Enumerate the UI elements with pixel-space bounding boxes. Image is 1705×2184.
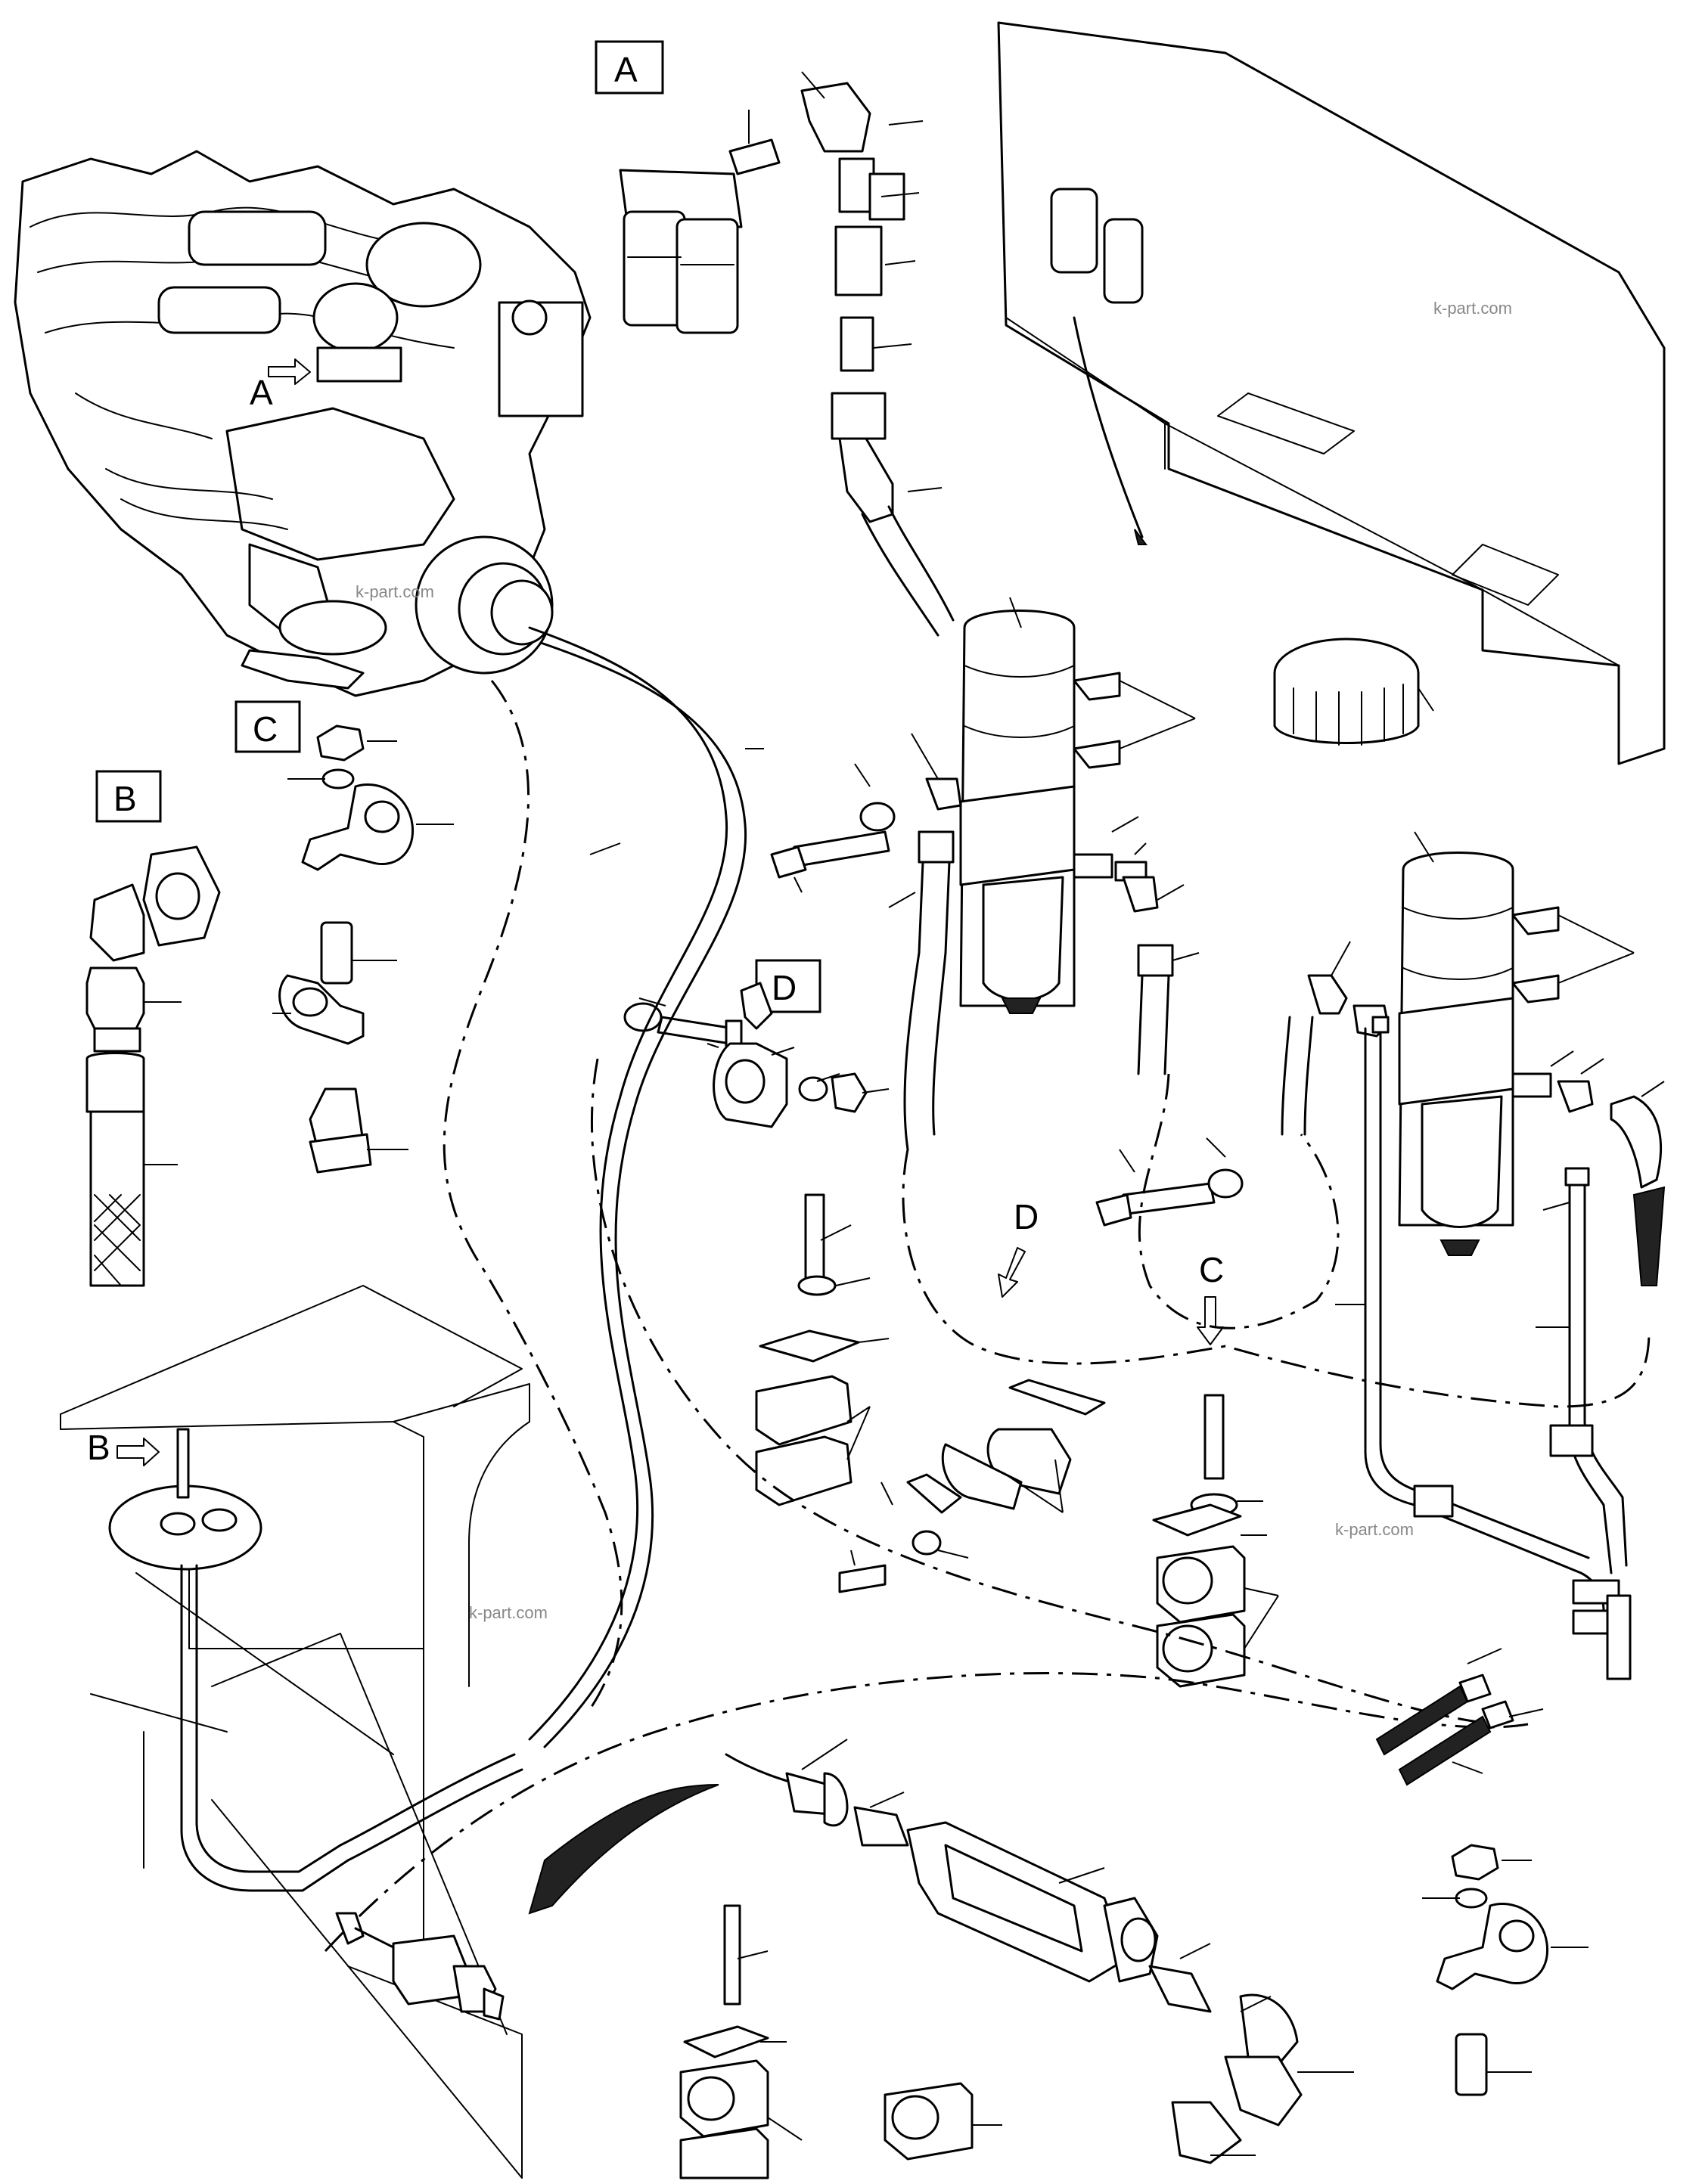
pointer-a-label: A — [250, 373, 273, 412]
curved-pointer-arrow — [528, 1784, 719, 1915]
detail-a-fittings — [728, 82, 955, 637]
detail-a-leaders — [748, 71, 943, 492]
hose-route-dashed — [324, 680, 1651, 1953]
pointer-b-label: B — [87, 1428, 110, 1467]
clamp-blocks-upper — [755, 1193, 890, 1506]
pointer-d-label: D — [1014, 1197, 1039, 1236]
callout-b-label: B — [113, 779, 137, 818]
detail-d-clamp-set — [623, 982, 890, 1128]
inline-filter-bottom — [725, 1739, 1354, 2164]
watermark: k-part.com — [469, 1603, 548, 1622]
hollow-arrow-icon — [1197, 1296, 1224, 1345]
callout-b-box: B — [95, 770, 162, 823]
main-hose — [528, 626, 728, 1741]
callout-d-label: D — [772, 968, 797, 1007]
hollow-arrow-icon — [116, 1438, 160, 1466]
small-pump-lower-left — [335, 1912, 505, 2021]
clamp-blocks-bottom — [679, 1904, 1002, 2179]
callout-a-label: A — [614, 50, 638, 89]
hoses-right-lower — [1375, 1648, 1544, 1786]
watermark: k-part.com — [1433, 299, 1512, 318]
engine-assembly — [14, 150, 592, 697]
detail-a-filter-block — [619, 169, 743, 334]
fuel-tank-lower-left — [60, 1285, 530, 2179]
watermark: k-part.com — [1335, 1520, 1414, 1539]
detail-c-clamp-set — [272, 724, 454, 1174]
water-separator-2 — [1095, 831, 1666, 1680]
clamp-blocks-middle — [838, 1379, 1106, 1593]
detail-b-fittings — [85, 845, 221, 1287]
pointer-c-label: C — [1199, 1250, 1224, 1289]
fuel-tank-top-right — [997, 21, 1666, 765]
callout-c-box: C — [234, 700, 301, 753]
watermark: k-part.com — [356, 582, 434, 601]
filter-ring-element — [1273, 638, 1434, 746]
hollow-arrow-icon — [268, 358, 311, 385]
water-separator-1 — [770, 597, 1200, 1151]
callout-a-box: A — [595, 40, 664, 95]
callout-c-label: C — [253, 709, 278, 749]
clamp-set-bottom-right — [1422, 1844, 1589, 2096]
clamp-blocks-right — [1152, 1394, 1279, 1688]
main-hose-outer — [539, 641, 747, 1748]
hollow-arrow-icon — [998, 1247, 1026, 1298]
